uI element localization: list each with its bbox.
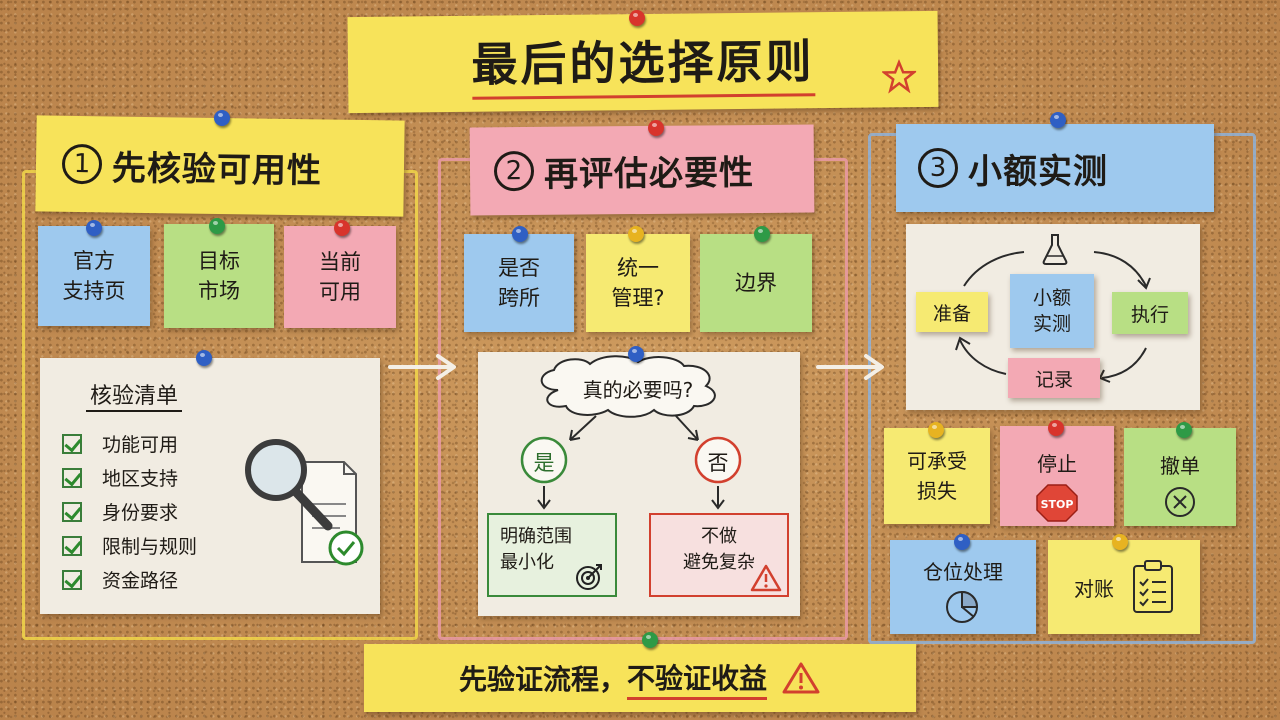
- cycle-arrows: [955, 251, 1151, 383]
- cycle-step-record: 记录: [1008, 358, 1100, 398]
- sticky-note: 对账: [1048, 540, 1200, 634]
- sticky-note: 停止 STOP: [1000, 426, 1114, 526]
- checklist-item: 地区支持: [62, 464, 178, 491]
- pin: [334, 220, 350, 236]
- yes-result: 明确范围 最小化: [500, 526, 572, 573]
- checklist-item: 身份要求: [62, 498, 178, 525]
- pin: [754, 226, 770, 242]
- pin: [628, 226, 644, 242]
- decision-flow: [487, 355, 789, 597]
- footer-text-part1: 先验证流程，: [458, 663, 627, 696]
- pin: [214, 110, 230, 126]
- sticky-note: 统一 管理?: [586, 234, 690, 332]
- note-text: 是否 跨所: [498, 256, 540, 310]
- cycle-center: 小额 实测: [1010, 274, 1094, 348]
- pin: [512, 226, 528, 242]
- pie-chart-icon: [946, 590, 979, 623]
- checklist-item: 限制与规则: [62, 532, 197, 559]
- pin: [928, 422, 944, 438]
- stage2-title: 再评估必要性: [543, 152, 755, 195]
- pin: [86, 220, 102, 236]
- sticky-note: 当前 可用: [284, 226, 396, 328]
- checklist-title: 核验清单: [86, 378, 183, 412]
- no-result: 不做 避免复杂: [683, 526, 755, 573]
- checkbox-icon: [62, 433, 82, 454]
- note-text: 撤单: [1160, 454, 1200, 478]
- clipboard-icon: [1133, 560, 1173, 613]
- stage3-header: 3 小额实测: [896, 124, 1214, 212]
- arrow-icon: [816, 354, 884, 380]
- pin: [642, 632, 658, 648]
- sticky-note: 可承受 损失: [884, 428, 990, 524]
- stop-sign-icon: STOP: [1036, 484, 1078, 522]
- footer-banner: 先验证流程， 不验证收益: [364, 644, 916, 712]
- magnifier-icon: [245, 439, 364, 566]
- note-text: 边界: [735, 271, 777, 295]
- stop-sign-text: STOP: [1041, 498, 1074, 511]
- target-icon: [576, 564, 602, 590]
- decision-question: 真的必要吗?: [582, 378, 694, 402]
- sticky-note: 撤单: [1124, 428, 1236, 526]
- page-title: 最后的选择原则: [471, 24, 815, 100]
- note-text: 可承受 损失: [907, 449, 967, 503]
- flask-icon: [1042, 234, 1068, 265]
- stage3-title: 小额实测: [968, 151, 1108, 192]
- pin: [629, 10, 645, 26]
- pin: [1112, 534, 1128, 550]
- checklist-item: 功能可用: [62, 430, 178, 457]
- sticky-note: 边界: [700, 234, 812, 332]
- sticky-note: 目标 市场: [164, 224, 274, 328]
- decision-card: 真的必要吗? 是 否 明确范围 最小化 不做 避免复杂: [478, 352, 800, 616]
- pin: [1048, 420, 1064, 436]
- pin: [1176, 422, 1192, 438]
- checkbox-icon: [62, 467, 82, 488]
- pin: [628, 346, 644, 362]
- no-label: 否: [707, 451, 729, 475]
- checkbox-icon: [62, 535, 82, 556]
- stage1-title: 先核验可用性: [111, 147, 323, 191]
- arrow-icon: [388, 354, 456, 380]
- stage2-number: 2: [493, 150, 535, 192]
- sticky-note: 仓位处理: [890, 540, 1036, 634]
- pin: [648, 120, 664, 136]
- note-text: 仓位处理: [923, 560, 1003, 584]
- sticky-note: 是否 跨所: [464, 234, 574, 332]
- pin: [1050, 112, 1066, 128]
- checklist-item: 资金路径: [62, 566, 178, 593]
- star-icon: [881, 59, 917, 94]
- yes-label: 是: [533, 451, 555, 475]
- title-banner: 最后的选择原则: [347, 10, 939, 114]
- checkbox-icon: [62, 501, 82, 522]
- checklist-card: 核验清单 功能可用 地区支持 身份要求 限制与规则 资金路径: [40, 358, 380, 614]
- stage1-number: 1: [61, 143, 103, 185]
- warning-icon: [782, 662, 820, 694]
- cycle-step-execute: 执行: [1112, 292, 1188, 334]
- sticky-note: 官方 支持页: [38, 226, 150, 326]
- cycle-step-prepare: 准备: [916, 292, 988, 332]
- close-circle-icon: [1165, 487, 1195, 517]
- stage1-header: 1 先核验可用性: [35, 115, 405, 217]
- stage2-header: 2 再评估必要性: [469, 124, 815, 216]
- pin: [196, 350, 212, 366]
- footer-text-part2: 不验证收益: [627, 657, 768, 700]
- checkbox-icon: [62, 569, 82, 590]
- cycle-card: 准备 小额 实测 执行 记录: [906, 224, 1200, 410]
- pin: [954, 534, 970, 550]
- note-text: 目标 市场: [198, 249, 240, 303]
- warning-icon: [750, 564, 782, 592]
- stage3-number: 3: [918, 148, 958, 188]
- note-text: 停止: [1037, 452, 1077, 476]
- note-text: 统一 管理?: [611, 256, 665, 310]
- note-text: 对账: [1074, 576, 1114, 601]
- note-text: 当前 可用: [319, 250, 361, 304]
- pin: [209, 218, 225, 234]
- note-text: 官方 支持页: [62, 249, 126, 303]
